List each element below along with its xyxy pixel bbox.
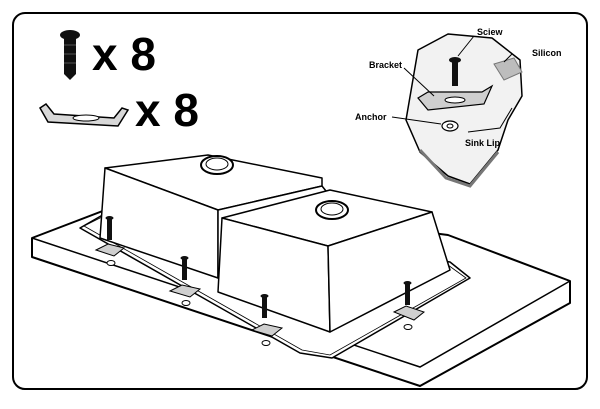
screw-count: x 8: [92, 28, 156, 80]
screw-icon: [60, 30, 80, 80]
label-silicon: Silicon: [532, 48, 562, 58]
label-anchor: Anchor: [355, 112, 387, 122]
detail-screw: [449, 57, 461, 86]
leader-line: [391, 116, 442, 125]
leader-line: [457, 35, 475, 57]
label-screw: Sciew: [477, 27, 504, 37]
installed-bracket: [250, 294, 284, 346]
installed-bracket: [168, 256, 202, 306]
bracket-icon: [39, 102, 130, 127]
right-sink-bowl: [217, 189, 451, 333]
detail-view: [405, 33, 523, 188]
installed-bracket: [94, 216, 126, 266]
installed-bracket: [392, 281, 426, 330]
leader-line: [503, 53, 513, 63]
bracket-count: x 8: [135, 84, 199, 136]
leader-line: [403, 67, 435, 97]
label-sink-lip: Sink Lip: [465, 138, 501, 148]
label-bracket: Bracket: [369, 60, 402, 70]
